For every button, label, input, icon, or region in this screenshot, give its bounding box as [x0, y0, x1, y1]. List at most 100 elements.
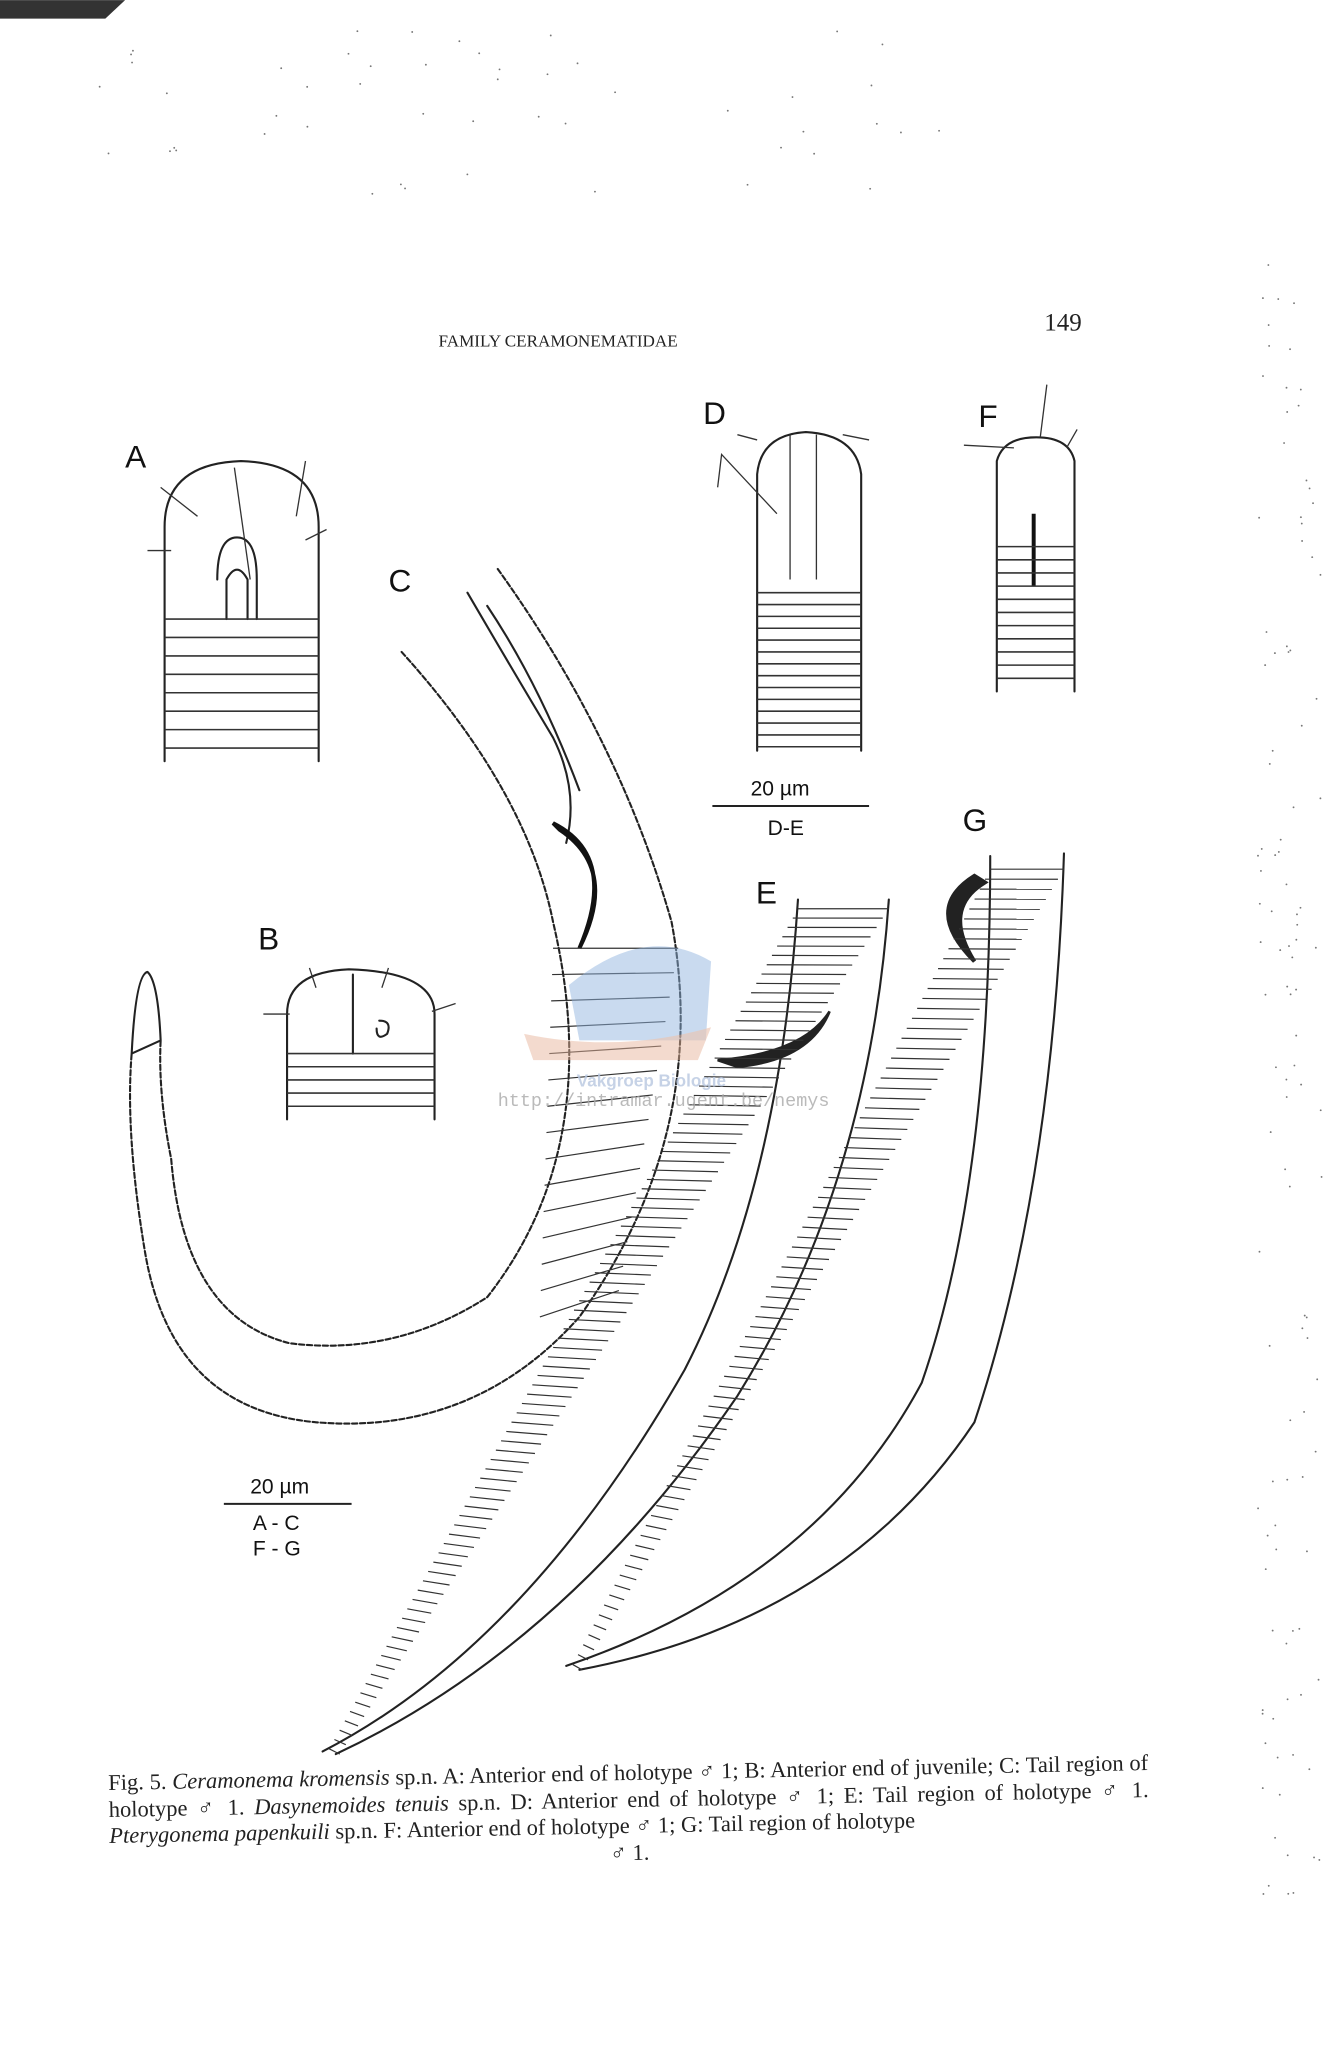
annulation-line [838, 1156, 890, 1161]
annulation-line [563, 1328, 615, 1333]
annulation-line [760, 1306, 799, 1311]
annulation-line [495, 1449, 536, 1455]
annulation-line [545, 1143, 645, 1160]
annulation-line [791, 1246, 836, 1251]
annulation-line [901, 1037, 962, 1040]
panel-label-e: E [756, 874, 777, 910]
annulation-line [896, 1047, 956, 1050]
annulation-line [875, 1087, 932, 1090]
annulation-line [412, 1598, 438, 1605]
annulation-line [549, 1045, 662, 1055]
annulation-line [765, 1296, 805, 1301]
annulation-line [553, 1346, 603, 1351]
caption-figure-number: Fig. 5. [108, 1768, 167, 1795]
scale-bar-value: 20 µm [250, 1475, 309, 1498]
annulation-line [662, 1150, 731, 1154]
scale-bar-a-c-f-g: 20 µm A - C F - G [223, 1475, 352, 1560]
annulation-line [812, 1206, 860, 1211]
annulation-line [692, 1435, 721, 1441]
annulation-line [459, 1514, 493, 1520]
annulation-line [704, 1076, 780, 1079]
panel-label-b: B [258, 921, 279, 957]
annulation-line [572, 1664, 583, 1671]
annulation-line [640, 1534, 661, 1541]
annulation-line [579, 1300, 633, 1304]
annulation-line [849, 1137, 902, 1141]
annulation-line [735, 1020, 816, 1023]
annulation-line [428, 1570, 456, 1577]
annulation-line [718, 1385, 751, 1391]
annulation-line [422, 1580, 450, 1586]
annulation-line [360, 1692, 377, 1699]
annulation-line [672, 1132, 743, 1135]
annulation-line [547, 1356, 597, 1361]
annulation-line [677, 1465, 703, 1471]
annulation-line [365, 1682, 383, 1689]
annulation-line [349, 1710, 365, 1718]
caption-species-name: Pterygonema papenkuili [109, 1818, 331, 1848]
annulation-line [615, 1234, 676, 1239]
annulation-line [859, 1117, 914, 1120]
annulation-line [593, 1624, 607, 1631]
annulation-line [693, 1094, 767, 1098]
annulation-line [740, 1010, 822, 1013]
annulation-line [506, 1430, 548, 1436]
annulation-line [682, 1455, 709, 1461]
drawing-d-anterior-end [716, 430, 870, 752]
page-number: 149 [1044, 310, 1082, 337]
annulation-line [870, 1097, 926, 1100]
annulation-line [636, 1197, 700, 1201]
annulation-line [943, 958, 1010, 960]
annulation-line [703, 1415, 733, 1421]
annulation-line [631, 1206, 694, 1210]
running-title: FAMILY CERAMONEMATIDAE [438, 331, 677, 350]
annulation-line [603, 1604, 619, 1611]
drawing-c-tail-region [128, 567, 682, 1425]
drawing-g-tail-region [565, 852, 1066, 1671]
annulation-line [828, 1176, 878, 1181]
annulation-line [725, 1038, 804, 1041]
annulation-line [589, 1281, 645, 1286]
annulation-line [464, 1505, 499, 1511]
annulation-line [833, 1166, 884, 1171]
annulation-line [469, 1496, 505, 1502]
annulation-line [600, 1262, 658, 1267]
annulation-line [667, 1141, 737, 1145]
annulation-line [880, 1077, 938, 1080]
annulation-line [609, 1594, 625, 1601]
drawing-e-tail-region [321, 898, 890, 1756]
annulation-line [626, 1216, 688, 1220]
annulation-line [548, 1069, 658, 1081]
annulation-line [823, 1186, 872, 1191]
annulation-line [688, 1104, 761, 1107]
watermark-logo: Vakgroep Biologie http://intramar.ugent.… [498, 946, 830, 1112]
annulation-line [646, 1178, 712, 1182]
panel-label-d: D [703, 395, 726, 431]
annulation-line [932, 977, 998, 980]
annulation-line [550, 1020, 666, 1028]
annulation-line [687, 1445, 715, 1451]
annulation-line [381, 1654, 401, 1661]
annulation-line [355, 1701, 371, 1708]
panel-label-g: G [963, 802, 988, 838]
svg-text:http://intramar.ugent.be/nemys: http://intramar.ugent.be/nemys [498, 1091, 830, 1112]
annulation-line [417, 1589, 444, 1595]
annulation-line [708, 1405, 739, 1411]
annulation-line [568, 1318, 621, 1323]
annulation-line [375, 1664, 395, 1671]
annulation-line [656, 1504, 679, 1511]
annulation-line [917, 1007, 980, 1010]
annulation-line [542, 1365, 590, 1370]
annulation-line [543, 1192, 636, 1213]
annulation-line [635, 1544, 655, 1551]
annulation-line [797, 1236, 842, 1241]
scan-corner-mark [0, 0, 126, 19]
annulation-line [709, 1066, 786, 1069]
annulation-line [396, 1626, 420, 1633]
caption-species-name: Ceramonema kromensis [171, 1764, 390, 1794]
drawing-b-juvenile [263, 967, 456, 1121]
scale-bar-applies: F - G [253, 1537, 301, 1560]
annulation-line [745, 1001, 828, 1004]
annulation-line [624, 1564, 643, 1571]
